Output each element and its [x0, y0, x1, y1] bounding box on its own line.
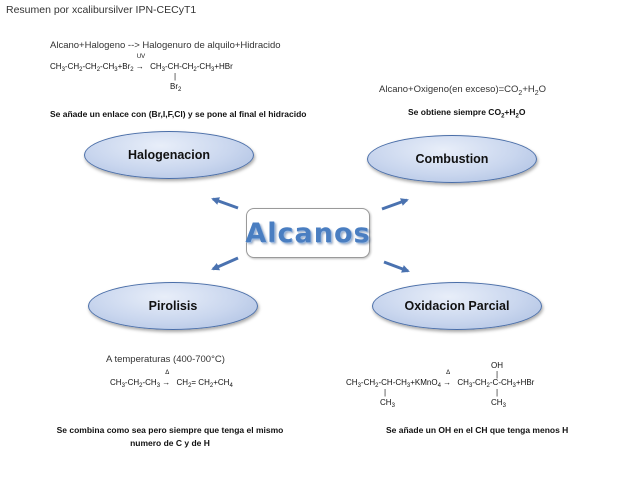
page-header: Resumen por xcalibursilver IPN-CECyT1	[6, 4, 197, 16]
oxidacion-condition: Δ	[446, 370, 451, 376]
oxidacion-equation: CH3-CH2-CH-CH3+KMnO4 Δ→ CH3-CH2-C-CH3+HB…	[346, 370, 535, 389]
oxidacion-top-group: OH	[491, 361, 503, 370]
halogenacion-node[interactable]: Halogenacion	[84, 131, 254, 179]
pirolisis-node[interactable]: Pirolisis	[88, 282, 258, 330]
oxidacion-branch-bond-1: |	[384, 388, 387, 397]
halogenacion-note: Se añade un enlace con (Br,I,F,Cl) y se …	[50, 109, 307, 119]
halogenacion-branch: Br2	[170, 82, 182, 93]
center-topic-title: Alcanos	[245, 217, 371, 249]
combustion-node[interactable]: Combustion	[367, 135, 537, 183]
pirolisis-equation: CH3-CH2-CH3 Δ→ CH2= CH2+CH4	[110, 370, 233, 389]
halogenacion-bond: |	[174, 72, 177, 81]
arrow-to-combustion	[381, 198, 409, 211]
arrow-to-oxidacion	[383, 260, 410, 273]
halogenacion-caption: Alcano+Halogeno --> Halogenuro de alquil…	[50, 40, 281, 51]
pirolisis-note: Se combina como sea pero siempre que ten…	[56, 425, 284, 448]
oxidacion-branch-2: CH3	[491, 398, 506, 409]
oxidacion-top-bond: |	[496, 370, 499, 379]
oxidacion-parcial-node[interactable]: Oxidacion Parcial	[372, 282, 542, 330]
center-topic-box[interactable]: Alcanos	[245, 208, 371, 258]
oxidacion-branch-bond-2: |	[496, 388, 499, 397]
combustion-note: Se obtiene siempre CO2+H2O	[408, 107, 526, 120]
combustion-caption: Alcano+Oxigeno(en exceso)=CO2+H2O	[379, 84, 547, 97]
heat-condition: Δ	[165, 370, 170, 376]
oxidacion-note: Se añade un OH en el CH que tenga menos …	[386, 425, 569, 435]
uv-condition: UV	[136, 54, 146, 60]
oxidacion-branch-1: CH3	[380, 398, 395, 409]
arrow-to-pirolisis	[211, 256, 239, 271]
arrow-to-halogenacion	[211, 197, 239, 210]
pirolisis-caption: A temperaturas (400-700°C)	[106, 354, 225, 365]
halogenacion-equation: CH3-CH2-CH2-CH3+Br2 UV→ CH3-CH-CH2-CH3+H…	[50, 54, 233, 73]
